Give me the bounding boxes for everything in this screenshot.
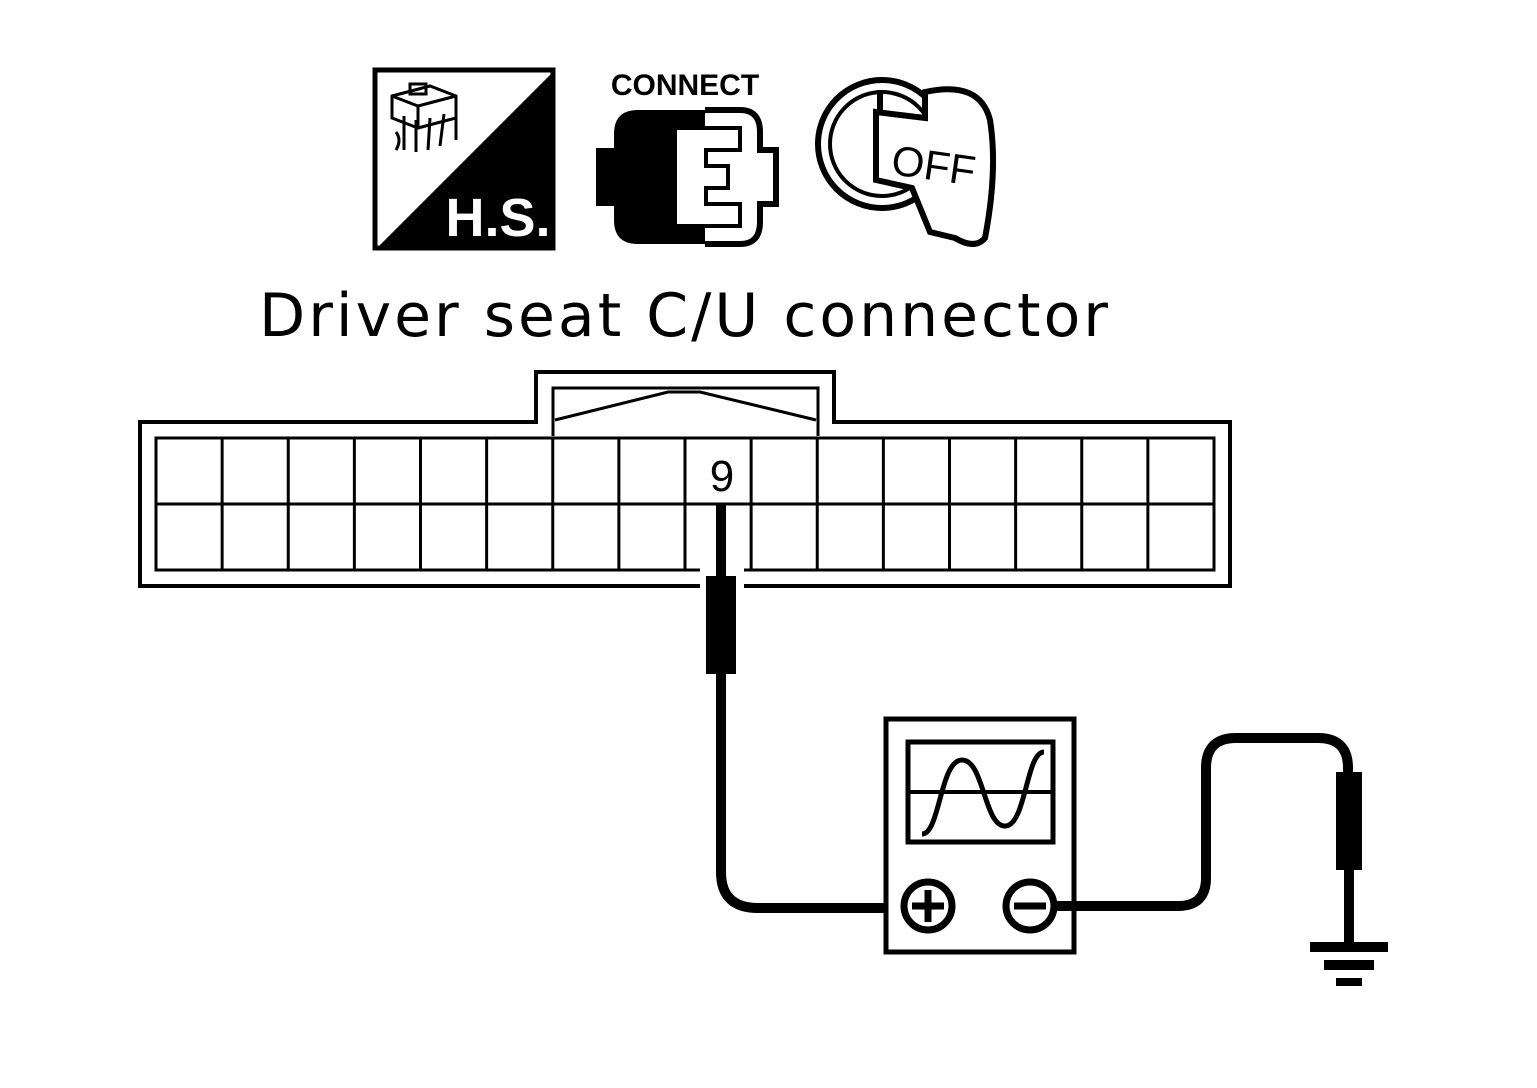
- ignition-off-icon: OFF: [815, 77, 997, 247]
- ground-icon: [1310, 942, 1388, 986]
- negative-lead-wire: [1054, 733, 1353, 911]
- ignition-off-label: OFF: [889, 136, 979, 194]
- positive-probe: [700, 504, 744, 674]
- connect-icon: CONNECT: [596, 69, 779, 247]
- harness-side-label: H.S.: [445, 188, 550, 248]
- positive-lead-wire: [716, 672, 905, 913]
- ground-probe: [1336, 772, 1362, 944]
- oscilloscope: [883, 716, 1077, 955]
- waveform-trace: [921, 749, 1045, 837]
- connector-cavities: [220, 438, 1150, 570]
- connector-title: Driver seat C/U connector: [259, 281, 1111, 351]
- positive-terminal: [900, 878, 956, 934]
- negative-terminal: [1002, 878, 1058, 934]
- connect-label: CONNECT: [611, 69, 759, 102]
- terminal-9-label: 9: [710, 452, 734, 501]
- harness-side-icon: H.S.: [372, 67, 556, 251]
